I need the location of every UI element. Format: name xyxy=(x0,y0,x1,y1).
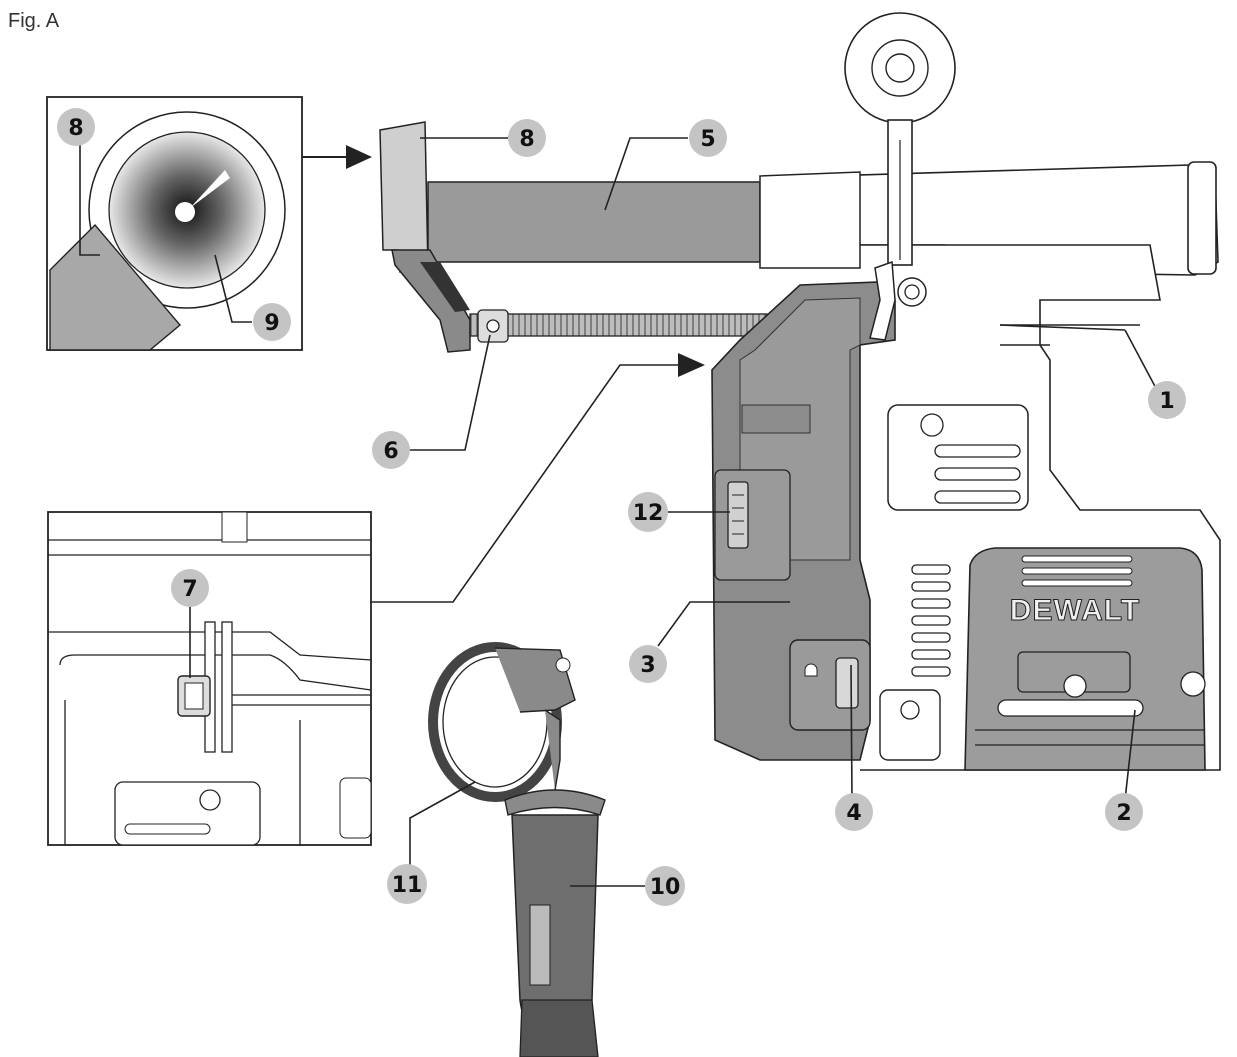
svg-text:9: 9 xyxy=(264,311,279,336)
telescopic-tube xyxy=(427,171,861,269)
front-shroud xyxy=(379,121,471,353)
brand-logo: DEWALT xyxy=(1010,594,1140,627)
callout-12: 12 xyxy=(628,492,668,532)
inset-arrow-top xyxy=(302,145,372,169)
svg-text:11: 11 xyxy=(392,873,423,898)
side-handle xyxy=(428,642,606,1057)
callout-2: 2 xyxy=(1105,793,1143,831)
svg-text:7: 7 xyxy=(182,577,197,602)
callout-3: 3 xyxy=(629,645,667,683)
callout-9: 9 xyxy=(253,303,291,341)
top-lever xyxy=(869,260,927,341)
svg-text:2: 2 xyxy=(1116,801,1131,826)
svg-text:1: 1 xyxy=(1159,389,1174,414)
callout-6: 6 xyxy=(372,431,410,469)
svg-text:12: 12 xyxy=(633,501,664,526)
inset-latch-detail xyxy=(47,511,372,846)
lock-slider xyxy=(789,639,1206,761)
callout-7: 7 xyxy=(171,569,209,607)
leader-lines xyxy=(79,137,1159,887)
svg-text:6: 6 xyxy=(383,439,398,464)
vent-slots xyxy=(911,564,951,677)
figure-label: Fig. A xyxy=(8,10,60,32)
callout-1: 1 xyxy=(1148,381,1186,419)
motor-side-panel xyxy=(887,404,1029,511)
callout-8-inset: 8 xyxy=(57,108,95,146)
callout-8: 8 xyxy=(508,119,546,157)
top-handle-knob xyxy=(844,12,956,266)
inset-arrow-middle xyxy=(371,353,705,603)
svg-text:4: 4 xyxy=(846,801,861,826)
svg-text:8: 8 xyxy=(68,116,83,141)
callout-10: 10 xyxy=(645,866,685,906)
svg-text:8: 8 xyxy=(519,127,534,152)
svg-text:10: 10 xyxy=(650,875,681,900)
callout-11: 11 xyxy=(387,864,427,904)
callout-5: 5 xyxy=(689,119,727,157)
filter-cover: DEWALT xyxy=(964,547,1206,771)
svg-text:3: 3 xyxy=(640,653,655,678)
callout-4: 4 xyxy=(835,793,873,831)
svg-text:5: 5 xyxy=(700,127,715,152)
depth-rod xyxy=(469,309,771,343)
